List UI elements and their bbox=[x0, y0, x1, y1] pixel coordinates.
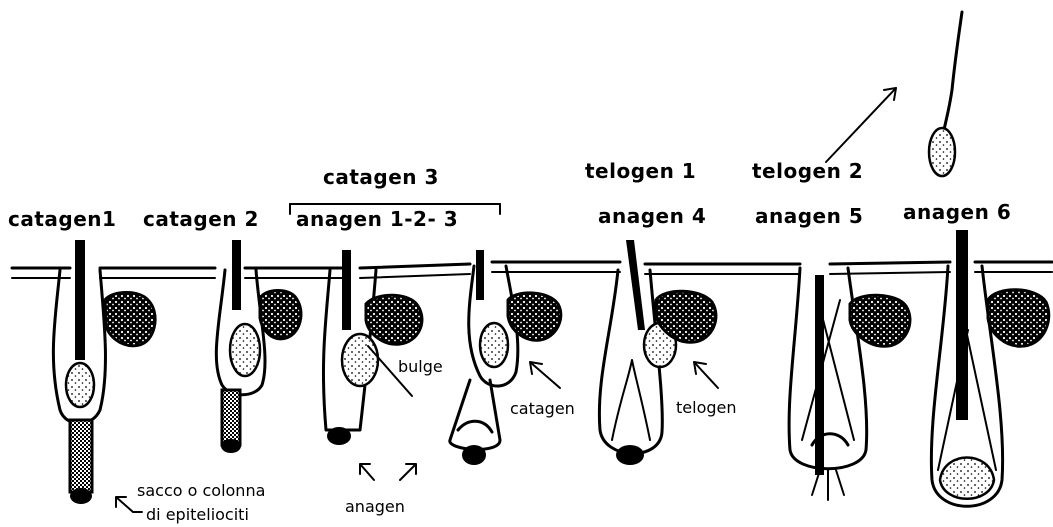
skin-surface bbox=[12, 262, 1052, 268]
label-anagen5: anagen 5 bbox=[755, 204, 863, 228]
label-anagen4: anagen 4 bbox=[598, 204, 706, 228]
shed-hair bbox=[826, 12, 962, 176]
label-anagen-1-2-3: anagen 1-2- 3 bbox=[296, 207, 458, 231]
label-telogen1: telogen 1 bbox=[585, 159, 696, 183]
telogen-arrow bbox=[694, 362, 718, 388]
catagen-arrow bbox=[530, 362, 560, 388]
label-catagen2: catagen 2 bbox=[143, 207, 259, 231]
follicle-catagen2 bbox=[216, 240, 301, 453]
label-anagen6: anagen 6 bbox=[903, 200, 1011, 224]
annotation-sac-line2: di epiteliociti bbox=[146, 505, 249, 524]
annotation-bulge: bulge bbox=[398, 357, 443, 376]
follicle-anagen-2 bbox=[450, 250, 561, 465]
annotation-sac-line1: sacco o colonna bbox=[137, 481, 265, 500]
label-telogen2: telogen 2 bbox=[752, 159, 863, 183]
follicle-catagen3 bbox=[323, 250, 422, 445]
shed-arrow bbox=[826, 88, 896, 162]
follicle-anagen5 bbox=[789, 268, 910, 500]
anagen-arrows bbox=[360, 464, 416, 480]
annotation-telogen: telogen bbox=[676, 398, 737, 417]
annotation-catagen: catagen bbox=[510, 399, 575, 418]
skin-underline bbox=[12, 272, 1052, 278]
annotation-anagen: anagen bbox=[345, 497, 405, 516]
label-catagen3: catagen 3 bbox=[323, 165, 439, 189]
follicle-catagen1 bbox=[53, 240, 155, 504]
label-catagen1: catagen1 bbox=[8, 207, 116, 231]
